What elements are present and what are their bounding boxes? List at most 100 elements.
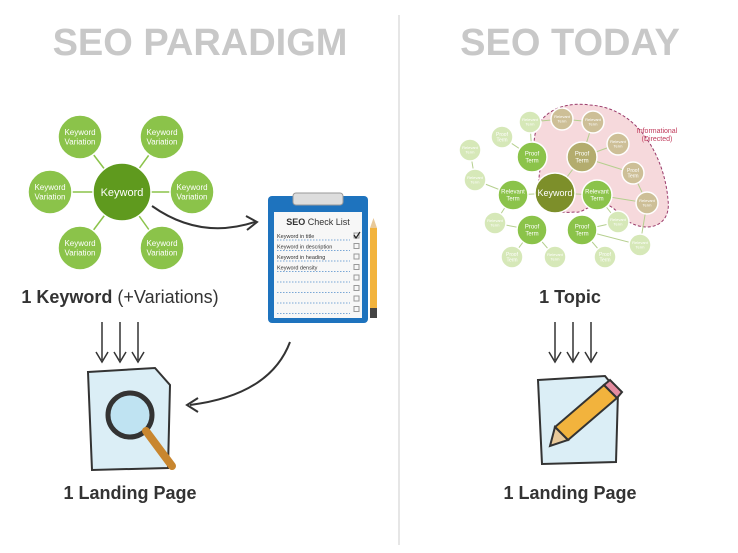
right-caption: 1 Topic — [539, 287, 601, 307]
relevant-term-node-label: Relevant — [547, 252, 564, 257]
svg-text:SEO Check List: SEO Check List — [286, 217, 350, 227]
checkbox — [353, 253, 360, 260]
proof-term-node-label: Term — [575, 159, 588, 165]
proof-term-node — [516, 141, 548, 173]
proof-term-node-label: Proof — [575, 225, 590, 231]
relevant-term-node-label: Term — [636, 245, 646, 250]
proof-term-node-label: Term — [627, 174, 638, 180]
left-caption: 1 Keyword (+Variations) — [0, 287, 240, 308]
relevant-term-node — [458, 138, 482, 162]
relevant-term-node — [628, 233, 652, 257]
keyword-variation-node-label: Keyword — [146, 128, 177, 137]
proof-term-node — [516, 214, 548, 246]
keyword-variation-node — [57, 225, 103, 271]
arrowhead-icon — [245, 215, 259, 231]
checklist-item: Keyword density — [277, 266, 318, 272]
relevant-term-node-label: Relevant — [554, 114, 571, 119]
relevant-term-node — [581, 110, 605, 134]
landing-page-pencil-icon — [536, 374, 624, 466]
proof-term-node-label: Proof — [599, 252, 612, 258]
proof-term-node — [566, 214, 598, 246]
relevant-term-node-label: Term — [526, 122, 536, 127]
right-result: 1 Landing Page — [503, 483, 637, 503]
relevant-term-node-label: Relevant — [487, 218, 504, 223]
keyword-variation-node-label: Variation — [65, 248, 96, 257]
keyword-variation-node-label: Variation — [147, 248, 178, 257]
relevant-term-node — [581, 179, 613, 211]
relevant-term-node — [606, 210, 630, 234]
proof-term-node-label: Term — [506, 258, 517, 264]
proof-term-node — [490, 125, 514, 149]
proof-term-node — [500, 245, 524, 269]
down-arrows-icon — [548, 322, 598, 364]
relevant-term-node-label: Relevant — [467, 175, 484, 180]
relevant-term-node-label: Term — [589, 122, 599, 127]
proof-term-node-label: Proof — [525, 152, 540, 158]
relevant-term-node-label: Relevant — [585, 117, 602, 122]
proof-term-node-label: Proof — [525, 225, 540, 231]
checkbox — [353, 306, 360, 312]
keyword-node-label: Keyword — [101, 187, 144, 199]
caption-extra: (+Variations) — [117, 287, 219, 307]
keyword-node — [92, 162, 152, 222]
checkbox — [353, 295, 360, 302]
keyword-variation-node-label: Variation — [147, 137, 178, 146]
relevant-term-node — [518, 110, 542, 134]
arrowhead-icon — [185, 397, 199, 413]
relevant-term-node-label: Term — [471, 180, 481, 185]
proof-term-node-label: Proof — [627, 168, 640, 174]
proof-term-node-label: Term — [525, 232, 538, 238]
proof-term-node-label: Term — [496, 138, 507, 144]
relevant-term-node-label: Term — [506, 197, 519, 203]
arrow-to-landing-page — [189, 341, 291, 406]
keyword-variation-node-label: Keyword — [64, 128, 95, 137]
checkbox — [353, 274, 360, 281]
keyword-variation-node — [169, 169, 215, 215]
relevant-term-node-label: Relevant — [610, 139, 627, 144]
checklist-item: Keyword in title — [277, 234, 314, 240]
keyword-variation-diagram: KeywordVariationKeywordVariationKeywordV… — [27, 114, 215, 271]
region-label: (Directed) — [642, 136, 673, 143]
relevant-term-node — [497, 179, 529, 211]
arrow-to-checklist — [151, 205, 256, 230]
proof-term-node-label: Proof — [575, 152, 590, 158]
relevant-term-node-label: Term — [643, 203, 653, 208]
relevant-term-node-label: Relevant — [585, 190, 609, 196]
down-arrows-icon — [95, 322, 145, 364]
proof-term-node — [621, 161, 645, 185]
relevant-term-node — [483, 211, 507, 235]
relevant-term-node-label: Term — [614, 144, 624, 149]
relevant-term-node-label: Term — [466, 150, 476, 155]
relevant-term-node — [543, 245, 567, 269]
relevant-term-node — [606, 132, 630, 156]
keyword-node-label: Keyword — [537, 188, 572, 198]
keyword-variation-node-label: Keyword — [64, 239, 95, 248]
relevant-term-node-label: Term — [558, 119, 568, 124]
relevant-term-node — [550, 107, 574, 131]
relevant-term-node-label: Relevant — [462, 145, 479, 150]
keyword-node — [534, 172, 576, 214]
caption-main: 1 Keyword — [21, 287, 113, 307]
landing-page-magnifier-icon — [86, 366, 176, 472]
relevant-term-node-label: Term — [491, 223, 501, 228]
left-result: 1 Landing Page — [63, 483, 197, 503]
relevant-term-node-label: Relevant — [610, 217, 627, 222]
checklist-item: Keyword in heading — [277, 255, 325, 261]
relevant-term-node-label: Term — [551, 257, 561, 262]
relevant-term-node-label: Relevant — [522, 117, 539, 122]
keyword-variation-node — [139, 225, 185, 271]
checkbox — [353, 243, 360, 249]
keyword-variation-node-label: Keyword — [34, 183, 65, 192]
proof-term-node-label: Proof — [496, 132, 509, 138]
proof-term-node-label: Term — [525, 159, 538, 165]
relevant-term-node — [463, 168, 487, 192]
keyword-variation-node — [139, 114, 185, 160]
relevant-term-node-label: Relevant — [501, 190, 525, 196]
keyword-variation-node-label: Keyword — [146, 239, 177, 248]
keyword-variation-node-label: Variation — [65, 137, 96, 146]
proof-term-node-label: Proof — [506, 252, 519, 258]
keyword-variation-node — [57, 114, 103, 160]
